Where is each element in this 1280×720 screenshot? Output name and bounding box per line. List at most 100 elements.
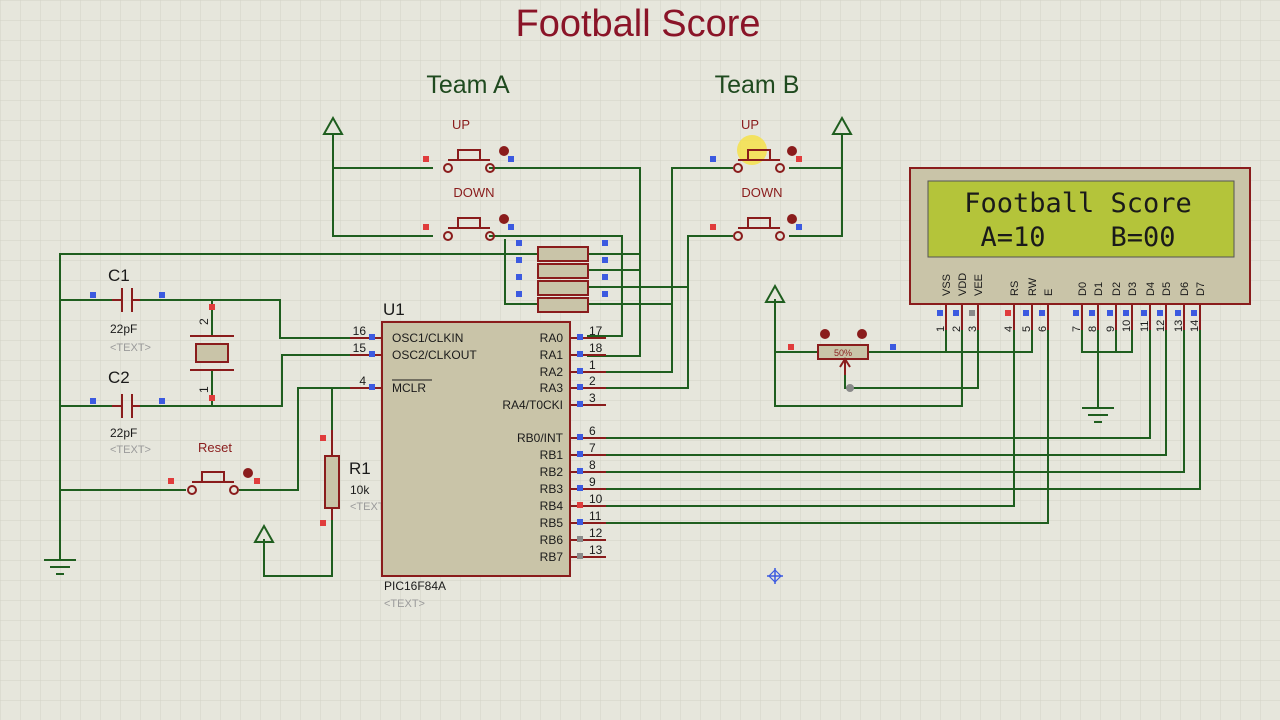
team-b-down-button[interactable]: [710, 214, 802, 241]
lcd-pin-d1: D18: [1087, 282, 1105, 332]
cursor-crosshair-icon: [767, 568, 783, 584]
svg-text:RB6: RB6: [540, 533, 564, 547]
svg-text:VSS: VSS: [941, 274, 953, 296]
c1-value: 22pF: [110, 322, 137, 336]
svg-text:11: 11: [1139, 321, 1151, 332]
team-b-label: Team B: [715, 71, 800, 99]
svg-text:7: 7: [1071, 326, 1083, 332]
c1-ref: C1: [108, 266, 130, 285]
lcd-pin-d2: D2 9: [1105, 282, 1123, 332]
reset-label: Reset: [198, 440, 232, 455]
lcd-pin-rw: RW5: [1021, 277, 1039, 332]
svg-text:12: 12: [589, 526, 603, 540]
svg-text:6: 6: [1037, 326, 1049, 332]
potentiometer[interactable]: [788, 329, 896, 392]
svg-text:RB2: RB2: [540, 465, 564, 479]
svg-text:13: 13: [589, 543, 603, 557]
u1-text: <TEXT>: [384, 598, 425, 610]
svg-text:3: 3: [967, 326, 979, 332]
team-a-up-button[interactable]: [423, 146, 514, 173]
svg-text:13: 13: [1173, 320, 1185, 332]
team-a-down-label: DOWN: [453, 185, 494, 200]
svg-text:RS: RS: [1009, 281, 1021, 296]
svg-text:OSC2/CLKOUT: OSC2/CLKOUT: [392, 348, 477, 362]
svg-text:4: 4: [1003, 326, 1015, 332]
svg-text:8: 8: [1087, 326, 1099, 332]
capacitor-c1[interactable]: [90, 288, 165, 312]
svg-text:2: 2: [951, 326, 963, 332]
svg-text:15: 15: [353, 341, 367, 355]
resistor-network[interactable]: [516, 240, 608, 313]
svg-text:RB0/INT: RB0/INT: [517, 431, 564, 445]
lcd-display[interactable]: [909, 167, 1251, 305]
svg-text:16: 16: [353, 324, 367, 338]
diagram-title: Football Score: [515, 3, 760, 45]
svg-text:RB3: RB3: [540, 482, 564, 496]
c2-text: <TEXT>: [110, 444, 151, 456]
svg-text:8: 8: [589, 458, 596, 472]
team-b-down-label: DOWN: [741, 185, 782, 200]
capacitor-c2[interactable]: [90, 394, 165, 418]
svg-text:RW: RW: [1027, 277, 1039, 296]
svg-text:D2: D2: [1111, 282, 1123, 296]
crystal-pin-1: 1: [197, 386, 211, 393]
svg-text:RA4/T0CKI: RA4/T0CKI: [502, 398, 563, 412]
svg-text:11: 11: [589, 509, 602, 523]
power-arrow-icon: [831, 115, 853, 135]
svg-text:RA1: RA1: [540, 348, 564, 362]
svg-text:2: 2: [589, 374, 596, 388]
svg-text:OSC1/CLKIN: OSC1/CLKIN: [392, 331, 463, 345]
svg-text:RB1: RB1: [540, 448, 564, 462]
svg-text:RA0: RA0: [540, 331, 564, 345]
c2-value: 22pF: [110, 426, 137, 440]
c1-text: <TEXT>: [110, 342, 151, 354]
ground-icon: [1082, 407, 1114, 423]
svg-text:RB5: RB5: [540, 516, 564, 530]
c2-ref: C2: [108, 368, 130, 387]
resistor-r1[interactable]: [320, 430, 340, 526]
reset-button[interactable]: [168, 468, 260, 495]
mcu-u1[interactable]: [381, 321, 571, 577]
power-arrow-icon: [764, 283, 786, 303]
crystal-oscillator[interactable]: [190, 304, 234, 401]
lcd-line-1: Football Score: [964, 188, 1192, 219]
team-a-down-button[interactable]: [423, 214, 514, 241]
r1-value: 10k: [350, 483, 370, 497]
r1-ref: R1: [349, 459, 371, 478]
svg-text:9: 9: [1105, 326, 1117, 332]
pot-value: 50%: [834, 348, 852, 358]
lcd-pin-d0: D07: [1071, 282, 1089, 332]
svg-text:9: 9: [589, 475, 596, 489]
svg-text:E: E: [1043, 289, 1055, 296]
svg-text:4: 4: [359, 374, 366, 388]
crystal-pin-2: 2: [197, 318, 211, 325]
power-arrow-icon: [253, 523, 275, 543]
team-b-up-label: UP: [741, 117, 759, 132]
svg-text:3: 3: [589, 391, 596, 405]
team-b-up-button[interactable]: [710, 135, 802, 173]
